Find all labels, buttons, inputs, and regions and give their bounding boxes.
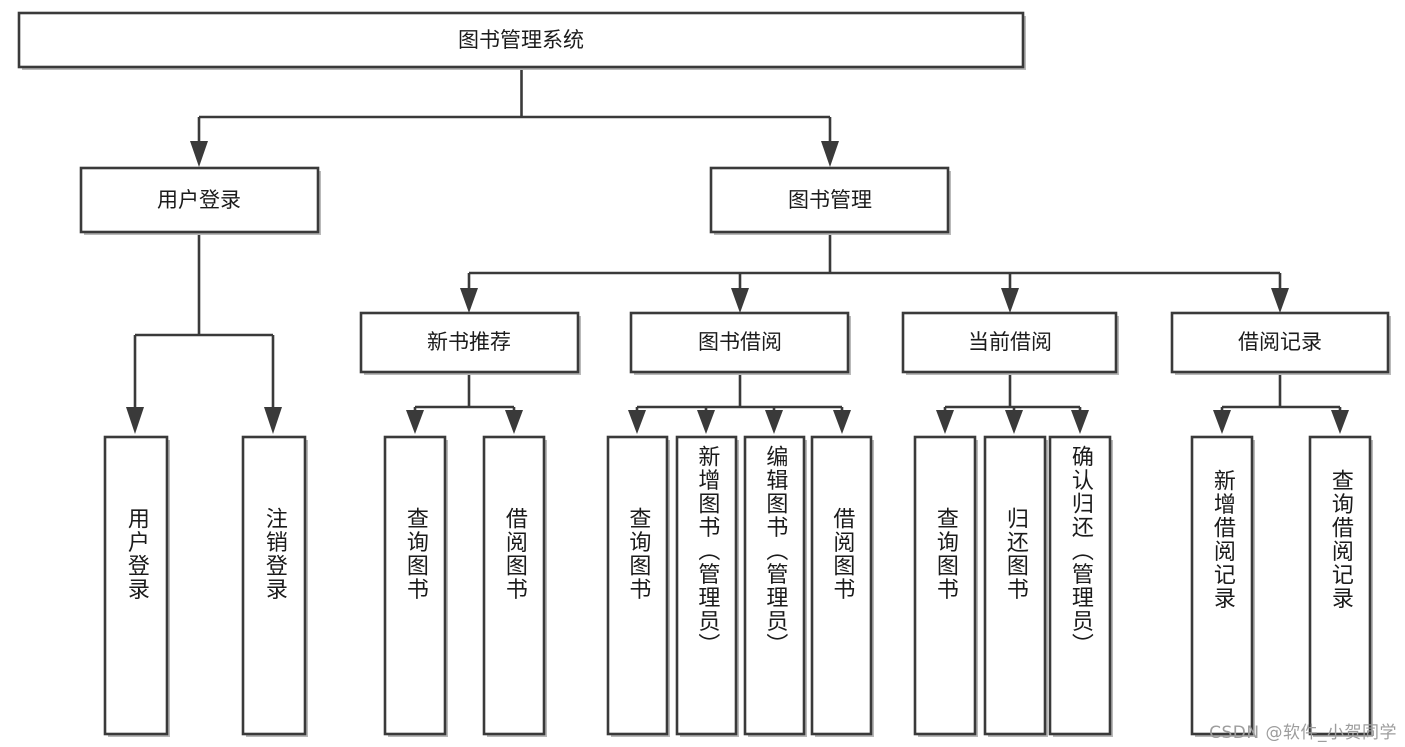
node-borrow-record[interactable]: 借阅记录 [1170, 311, 1391, 375]
leaf-return-book-rect[interactable] [983, 435, 1047, 736]
leaf-user-login[interactable]: 用户登录 [105, 437, 167, 734]
leaf-borrow-book-2-rect[interactable] [810, 435, 873, 736]
connector-group-root-to-level2 [190, 67, 839, 167]
node-root-rect[interactable] [17, 11, 1025, 69]
leaf-query-record-label: 查询借阅记录 [1327, 469, 1353, 610]
leaf-query-book-1-label: 查询图书 [402, 507, 428, 601]
leaf-confirm-return-label: 确认归还（管理员） [1067, 445, 1093, 657]
arrow-to-leaf-add-record [1213, 410, 1231, 434]
csdn-watermark: CSDN @软件_小贺同学 [1209, 723, 1397, 743]
leaf-add-record-rect[interactable] [1190, 435, 1254, 736]
leaf-borrow-book-1-rect[interactable] [482, 435, 546, 736]
leaf-return-book[interactable]: 归还图书 [985, 437, 1045, 734]
leaf-add-record[interactable]: 新增借阅记录 [1192, 437, 1252, 734]
leaf-confirm-return-rect[interactable] [1048, 435, 1112, 736]
leaf-query-book-3-rect[interactable] [913, 435, 977, 736]
leaf-user-login-rect[interactable] [103, 435, 169, 736]
leaf-query-book-2[interactable]: 查询图书 [608, 437, 667, 734]
arrow-to-borrow-record [1271, 288, 1289, 313]
arrow-to-leaf-add-book [697, 410, 715, 434]
arrow-to-new-book-rec [460, 288, 478, 313]
leaf-borrow-book-1-label: 借阅图书 [501, 507, 527, 601]
node-user-login-rect[interactable] [79, 166, 320, 234]
connector-group-user-login-children [126, 233, 282, 434]
leaf-borrow-book-2[interactable]: 借阅图书 [812, 437, 871, 734]
node-root[interactable]: 图书管理系统 [17, 11, 1026, 70]
arrow-to-leaf-query-book-2 [628, 410, 646, 434]
leaf-query-book-2-rect[interactable] [606, 435, 669, 736]
arrow-to-current-borrow [1001, 288, 1019, 313]
connector-group-current-borrow-children [936, 375, 1089, 434]
node-new-book-rec-label: 新书推荐 [427, 330, 511, 354]
leaf-add-book[interactable]: 新增图书（管理员） [677, 437, 736, 734]
leaf-query-book-3[interactable]: 查询图书 [915, 437, 975, 734]
leaf-add-book-rect[interactable] [675, 435, 738, 736]
leaf-logout-login-rect[interactable] [241, 435, 307, 736]
node-new-book-rec[interactable]: 新书推荐 [359, 311, 581, 375]
leaf-add-record-label: 新增借阅记录 [1209, 469, 1235, 610]
arrow-to-leaf-borrow-book-2 [833, 410, 851, 434]
arrow-to-leaf-query-book-3 [936, 410, 954, 434]
connector-group-borrow-record-children [1213, 375, 1349, 434]
leaf-return-book-label: 归还图书 [1002, 507, 1028, 601]
node-book-manage-rect[interactable] [709, 166, 950, 234]
leaf-query-book-1-rect[interactable] [383, 435, 447, 736]
node-current-borrow-label: 当前借阅 [968, 330, 1052, 354]
node-borrow-record-rect[interactable] [1170, 311, 1390, 374]
node-borrow-record-label: 借阅记录 [1238, 330, 1322, 354]
arrow-to-user-login [190, 141, 208, 167]
node-new-book-rec-rect[interactable] [359, 311, 580, 374]
leaf-query-record[interactable]: 查询借阅记录 [1310, 437, 1370, 734]
node-current-borrow-rect[interactable] [901, 311, 1118, 374]
leaf-user-login-label: 用户登录 [123, 507, 149, 601]
leaf-edit-book-label: 编辑图书（管理员） [762, 445, 788, 657]
arrow-to-leaf-confirm-return [1071, 410, 1089, 434]
node-book-manage[interactable]: 图书管理 [709, 166, 951, 235]
leaf-query-book-1[interactable]: 查询图书 [385, 437, 445, 734]
node-current-borrow[interactable]: 当前借阅 [901, 311, 1119, 375]
leaf-query-book-3-label: 查询图书 [932, 507, 958, 601]
leaf-borrow-book-1[interactable]: 借阅图书 [484, 437, 544, 734]
node-root-label: 图书管理系统 [458, 28, 584, 52]
leaf-edit-book[interactable]: 编辑图书（管理员） [745, 437, 804, 734]
arrow-to-leaf-edit-book [765, 410, 783, 434]
arrow-to-leaf-return-book [1005, 410, 1023, 434]
leaf-edit-book-rect[interactable] [743, 435, 806, 736]
node-book-borrow-rect[interactable] [629, 311, 850, 374]
arrow-to-leaf-logout-login [264, 407, 282, 434]
leaf-confirm-return[interactable]: 确认归还（管理员） [1050, 437, 1110, 734]
leaf-logout-login[interactable]: 注销登录 [243, 437, 305, 734]
leaf-add-book-label: 新增图书（管理员） [694, 445, 720, 657]
leaf-boxes-group [103, 435, 1373, 737]
arrow-to-leaf-user-login [126, 407, 144, 434]
leaf-query-book-2-label: 查询图书 [625, 507, 651, 601]
node-book-manage-label: 图书管理 [788, 188, 872, 212]
connector-group-book-manage-children [460, 233, 1289, 313]
connector-group-book-borrow-children [628, 375, 851, 434]
node-user-login[interactable]: 用户登录 [79, 166, 321, 235]
arrow-to-leaf-query-book-1 [406, 410, 424, 434]
leaf-borrow-book-2-label: 借阅图书 [829, 507, 855, 601]
leaf-query-record-rect[interactable] [1308, 435, 1372, 736]
arrow-to-leaf-borrow-book-1 [505, 410, 523, 434]
connector-group-new-book-rec-children [406, 375, 523, 434]
node-user-login-label: 用户登录 [157, 188, 241, 212]
arrow-to-book-borrow [731, 288, 749, 313]
node-book-borrow-label: 图书借阅 [698, 330, 782, 354]
arrow-to-leaf-query-record [1331, 410, 1349, 434]
arrow-to-book-manage [821, 141, 839, 167]
node-book-borrow[interactable]: 图书借阅 [629, 311, 851, 375]
leaf-logout-login-label: 注销登录 [261, 507, 287, 601]
